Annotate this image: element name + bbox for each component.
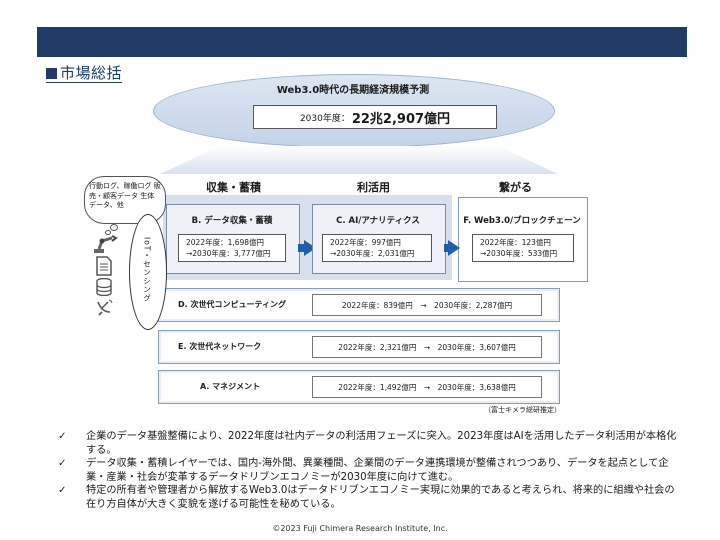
document-icon	[96, 256, 112, 276]
square-bullet-icon	[46, 68, 57, 79]
box-b-title: B. データ収集・蓄積	[191, 216, 273, 226]
title-underline	[46, 82, 122, 83]
bullet-text: 特定の所有者や管理者から解放するWeb3.0はデータドリブンエコノミー実現に効果…	[86, 485, 675, 510]
section-title-text: 市場総括	[60, 64, 123, 82]
row-d-label: D. 次世代コンピューティング	[178, 300, 286, 309]
forecast-box: 2030年度：22兆2,907億円	[253, 105, 497, 129]
stage-label-use: 利活用	[357, 181, 390, 194]
forecast-label: 2030年度：	[299, 113, 350, 124]
box-b-2022: 2022年度：1,698億円	[186, 238, 265, 247]
satellite-dish-icon	[97, 299, 113, 316]
box-b-2030: →2030年度：3,777億円	[186, 249, 271, 258]
row-d-value: 2022年度：839億円 → 2030年度：2,287億円	[312, 294, 542, 316]
arrow-right-icon	[448, 240, 460, 256]
database-icon	[96, 278, 112, 296]
header-bar	[37, 27, 687, 57]
funnel-shape	[160, 146, 558, 174]
bullet-text: データ収集・蓄積レイヤーでは、国内-海外間、異業種間、企業間のデータ連携環境が整…	[86, 458, 669, 483]
arrow-b-c-shaft	[298, 244, 306, 252]
list-item: ✓ 企業のデータ基盤整備により、2022年度は社内データの利活用フェーズに突入。…	[58, 430, 678, 457]
box-c-values: 2022年度：997億円 →2030年度：2,031億円	[322, 234, 432, 262]
box-c-2022: 2022年度：997億円	[330, 238, 401, 247]
iot-label: IoT・センシング	[142, 237, 152, 303]
check-icon: ✓	[58, 431, 67, 442]
bullet-text: 企業のデータ基盤整備により、2022年度は社内データの利活用フェーズに突入。20…	[86, 431, 677, 456]
callout-tail	[105, 230, 111, 235]
iot-ellipse	[129, 214, 167, 330]
stage-label-connect: 繋がる	[499, 181, 532, 194]
box-f-2022: 2022年度：123億円	[480, 238, 551, 247]
source-note: （富士キメラ総研推定）	[484, 406, 561, 414]
section-title: 市場総括	[46, 62, 122, 83]
row-e-label: E. 次世代ネットワーク	[178, 342, 262, 351]
row-a-label: A. マネジメント	[200, 382, 261, 391]
arrow-c-f-shaft	[444, 244, 450, 252]
check-icon: ✓	[58, 485, 67, 497]
copyright: ©2023 Fuji Chimera Research Institute, I…	[272, 524, 448, 533]
box-b-values: 2022年度：1,698億円 →2030年度：3,777億円	[178, 234, 286, 262]
box-c-2030: →2030年度：2,031億円	[330, 249, 415, 258]
check-icon: ✓	[58, 458, 67, 470]
box-f-2030: →2030年度：533億円	[480, 249, 558, 258]
data-sources-callout: 行動ログ、稼働ログ 販売・顧客データ 生体データ、他	[84, 176, 166, 224]
robot-arm-icon	[94, 235, 118, 253]
box-f-title: F. Web3.0/ブロックチェーン	[463, 216, 581, 226]
row-e-value: 2022年度：2,321億円 → 2030年度：3,607億円	[312, 336, 542, 358]
stage-label-collect: 収集・蓄積	[206, 181, 261, 194]
forecast-title: Web3.0時代の長期経済規模予測	[276, 85, 430, 96]
callout-tail	[110, 224, 118, 231]
forecast-value: 22兆2,907億円	[351, 111, 451, 127]
bullet-list: ✓ 企業のデータ基盤整備により、2022年度は社内データの利活用フェーズに突入。…	[58, 430, 678, 512]
row-a-value: 2022年度：1,492億円 → 2030年度：3,638億円	[312, 376, 542, 398]
list-item: ✓ データ収集・蓄積レイヤーでは、国内-海外間、異業種間、企業間のデータ連携環境…	[58, 457, 678, 484]
box-c-title: C. AI/アナリティクス	[336, 216, 420, 226]
box-f-values: 2022年度：123億円 →2030年度：533億円	[472, 234, 574, 262]
list-item: ✓ 特定の所有者や管理者から解放するWeb3.0はデータドリブンエコノミー実現に…	[58, 484, 678, 511]
